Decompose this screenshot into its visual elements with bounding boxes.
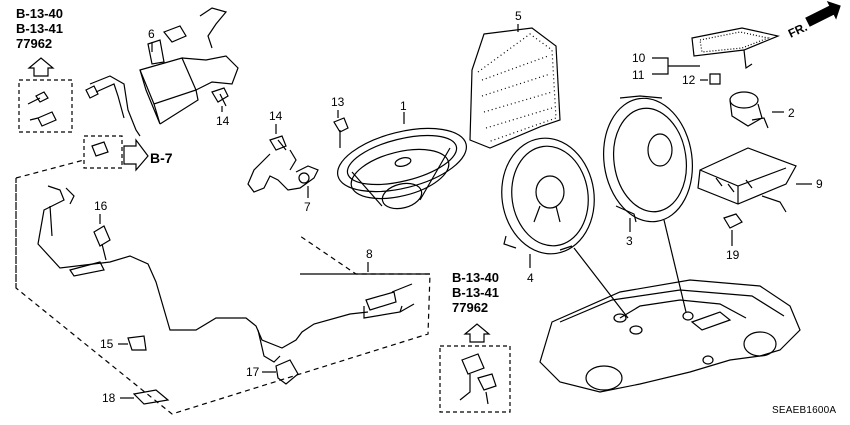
part-number-14-top: 14 [216, 114, 230, 128]
right-arrow-icon [123, 138, 149, 172]
bolt-part-14-mid [269, 135, 287, 151]
clip-part-17 [275, 359, 299, 385]
part-8-boundary [15, 159, 431, 415]
leader-10-11 [652, 57, 700, 75]
part-number-9: 9 [816, 177, 823, 191]
ref-block-bottom: B-13-40 B-13-41 77962 [452, 270, 499, 315]
car-body-illustration [539, 279, 801, 393]
part-number-10: 10 [632, 51, 646, 65]
ref-line: B-13-41 [16, 21, 63, 36]
up-arrow-icon-bottom [463, 323, 491, 343]
part-number-14-mid: 14 [269, 109, 283, 123]
connector-harness-icon [459, 353, 497, 405]
ref-line: 77962 [16, 36, 53, 51]
part-number-5: 5 [515, 9, 522, 23]
front-arrow-icon [805, 0, 841, 27]
ref-block-top-left: B-13-40 B-13-41 77962 [16, 6, 63, 51]
round-speaker-part-4 [501, 137, 595, 255]
part-number-16: 16 [94, 199, 108, 213]
part-number-3: 3 [626, 234, 633, 248]
part-number-13: 13 [331, 95, 345, 109]
part-number-12: 12 [682, 73, 696, 87]
b7-connector-icon [91, 141, 109, 157]
amplifier-part-9 [697, 147, 797, 213]
part-number-6: 6 [148, 27, 155, 41]
part-number-1: 1 [400, 99, 407, 113]
ref-line: B-13-40 [452, 270, 499, 285]
oval-speaker-part-1 [337, 127, 467, 210]
antenna-cable-part-8 [37, 185, 415, 363]
speaker-grille-part-10-11 [691, 27, 780, 70]
speaker-pad-part-5 [469, 27, 561, 149]
b7-dashed-box [83, 135, 123, 169]
nut-part-19 [723, 213, 743, 229]
up-arrow-icon [27, 57, 55, 77]
dashed-connector-box-bottom [439, 345, 511, 413]
antenna-cable-part-7 [247, 149, 319, 193]
antenna-amp-part-6 [85, 7, 239, 137]
leader-8 [300, 262, 430, 275]
dashed-connector-box [18, 79, 73, 133]
connector-icon [27, 91, 57, 127]
leader-speaker-3-to-car [663, 219, 687, 313]
part-number-7: 7 [304, 200, 311, 214]
clip-part-12 [709, 73, 721, 85]
round-speaker-part-3 [602, 95, 694, 223]
tweeter-part-2 [729, 91, 769, 129]
clip-part-16 [93, 225, 111, 261]
part-number-15: 15 [100, 337, 114, 351]
part-number-11: 11 [632, 68, 645, 82]
b7-label: B-7 [150, 150, 173, 166]
ref-line: B-13-41 [452, 285, 499, 300]
clip-part-15 [127, 335, 147, 351]
diagram-code: SEAEB1600A [772, 405, 837, 416]
leader-speaker-4-to-car [573, 247, 629, 319]
part-number-18: 18 [102, 391, 116, 405]
part-number-19: 19 [726, 248, 740, 262]
pad-part-18 [132, 389, 170, 405]
ref-line: 77962 [452, 300, 489, 315]
part-number-4: 4 [527, 271, 534, 285]
part-number-2: 2 [788, 106, 795, 120]
screw-part-13 [333, 117, 349, 148]
ref-line: B-13-40 [16, 6, 63, 21]
bolt-part-14-top [211, 87, 229, 107]
part-number-8: 8 [366, 247, 373, 261]
part-number-17: 17 [246, 365, 260, 379]
